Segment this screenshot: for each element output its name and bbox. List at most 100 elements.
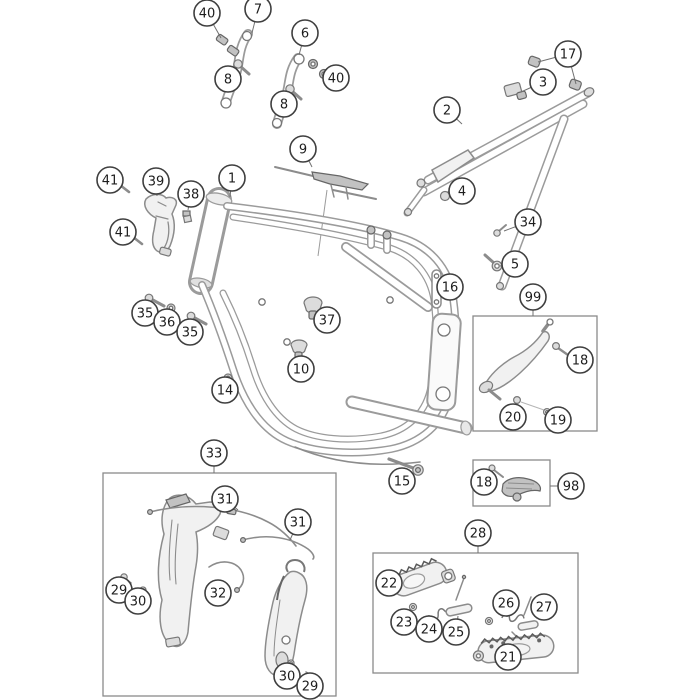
callout-circle: [494, 643, 522, 671]
callout-4-9: 4: [448, 177, 476, 205]
callout-22-41: 22: [375, 569, 403, 597]
callout-circle: [244, 0, 272, 23]
callout-circle: [322, 64, 350, 92]
callout-number: 6: [301, 27, 309, 42]
callout-8-4: 8: [214, 65, 242, 93]
callout-number: 40: [199, 7, 216, 22]
callout-number: 34: [520, 216, 537, 231]
callout-number: 1: [228, 172, 236, 187]
callout-number: 16: [442, 281, 459, 296]
callout-38-14: 38: [177, 180, 205, 211]
callout-98-30: 98: [550, 472, 585, 500]
callout-circle: [284, 508, 312, 536]
callout-24-43: 24: [415, 615, 443, 643]
callout-5-11: 5: [499, 250, 529, 278]
callout-16-24: 16: [436, 273, 464, 301]
callout-23-42: 23: [390, 608, 418, 636]
callout-circle: [200, 439, 228, 467]
callout-28-40: 28: [464, 519, 492, 553]
callout-circle: [214, 65, 242, 93]
callout-number: 18: [572, 354, 589, 369]
group-box-99: [472, 315, 598, 432]
callout-number: 98: [563, 480, 580, 495]
callout-circle: [291, 19, 319, 47]
callout-circle: [177, 180, 205, 208]
part-7-lever: [220, 32, 252, 109]
callout-circle: [514, 208, 542, 236]
callout-circle: [289, 135, 317, 163]
callout-41-12: 41: [96, 166, 124, 194]
callout-36-19: 36: [153, 308, 181, 336]
callout-circle: [176, 318, 204, 346]
callout-circle: [519, 283, 547, 311]
callout-number: 40: [328, 72, 345, 87]
callout-41-16: 41: [109, 218, 137, 246]
callout-number: 30: [130, 595, 147, 610]
callout-30-37: 30: [124, 587, 152, 615]
callout-circle: [193, 0, 221, 27]
callout-circle: [124, 587, 152, 615]
callout-circle: [566, 346, 594, 374]
callout-circle: [96, 166, 124, 194]
callout-circle: [211, 485, 239, 513]
callout-number: 29: [111, 584, 128, 599]
artwork: [114, 32, 595, 681]
callout-number: 99: [525, 291, 542, 306]
callout-number: 27: [536, 601, 553, 616]
callout-number: 8: [224, 73, 232, 88]
callout-40-0: 40: [193, 0, 222, 39]
callout-circle: [554, 40, 582, 68]
callout-circle: [218, 164, 246, 192]
part-37-grommet: [303, 296, 323, 320]
callout-circle: [153, 308, 181, 336]
part-38-clip: [182, 210, 193, 224]
callout-number: 31: [290, 516, 307, 531]
callout-19-29: 19: [544, 406, 572, 434]
part-17-bumpers: [527, 55, 582, 91]
part-2-subframe: [405, 87, 595, 289]
callout-37-22: 37: [313, 306, 341, 334]
callout-20-28: 20: [499, 402, 527, 431]
callout-circle: [390, 608, 418, 636]
callout-circle: [109, 218, 137, 246]
callout-circle: [270, 90, 298, 118]
callout-circle: [388, 467, 416, 495]
callout-18-31: 18: [470, 468, 498, 496]
callout-number: 3: [539, 76, 547, 91]
callout-number: 30: [279, 670, 296, 685]
callout-2-8: 2: [433, 96, 463, 125]
callout-circle: [544, 406, 572, 434]
callout-circle: [530, 593, 558, 621]
callout-number: 4: [458, 185, 466, 200]
callout-7-1: 7: [244, 0, 272, 34]
callout-circle: [433, 96, 461, 124]
callout-circle: [296, 672, 324, 700]
callout-99-26: 99: [519, 283, 547, 316]
group-98-contents: [488, 464, 542, 502]
callout-number: 24: [421, 623, 438, 638]
callout-6-2: 6: [291, 19, 319, 56]
callout-circle: [499, 403, 527, 431]
callout-number: 35: [182, 326, 199, 341]
part-34-bolt: [493, 224, 507, 237]
callout-circle: [415, 615, 443, 643]
callout-31-34: 31: [284, 508, 312, 541]
callout-circle: [313, 306, 341, 334]
callout-number: 21: [500, 651, 517, 666]
callout-circle: [442, 618, 470, 646]
callout-number: 19: [550, 414, 567, 429]
callout-number: 9: [299, 143, 307, 158]
part-35-bolt-lower: [186, 311, 208, 326]
callout-circle: [436, 273, 464, 301]
part-1-frame: [189, 191, 472, 466]
callout-circle: [142, 167, 170, 195]
callout-number: 38: [183, 188, 200, 203]
callout-circle: [211, 376, 239, 404]
part-5-bolt: [483, 253, 503, 272]
callout-circle: [448, 177, 476, 205]
callout-number: 15: [394, 475, 411, 490]
callout-number: 17: [560, 48, 577, 63]
callout-number: 10: [293, 363, 310, 378]
